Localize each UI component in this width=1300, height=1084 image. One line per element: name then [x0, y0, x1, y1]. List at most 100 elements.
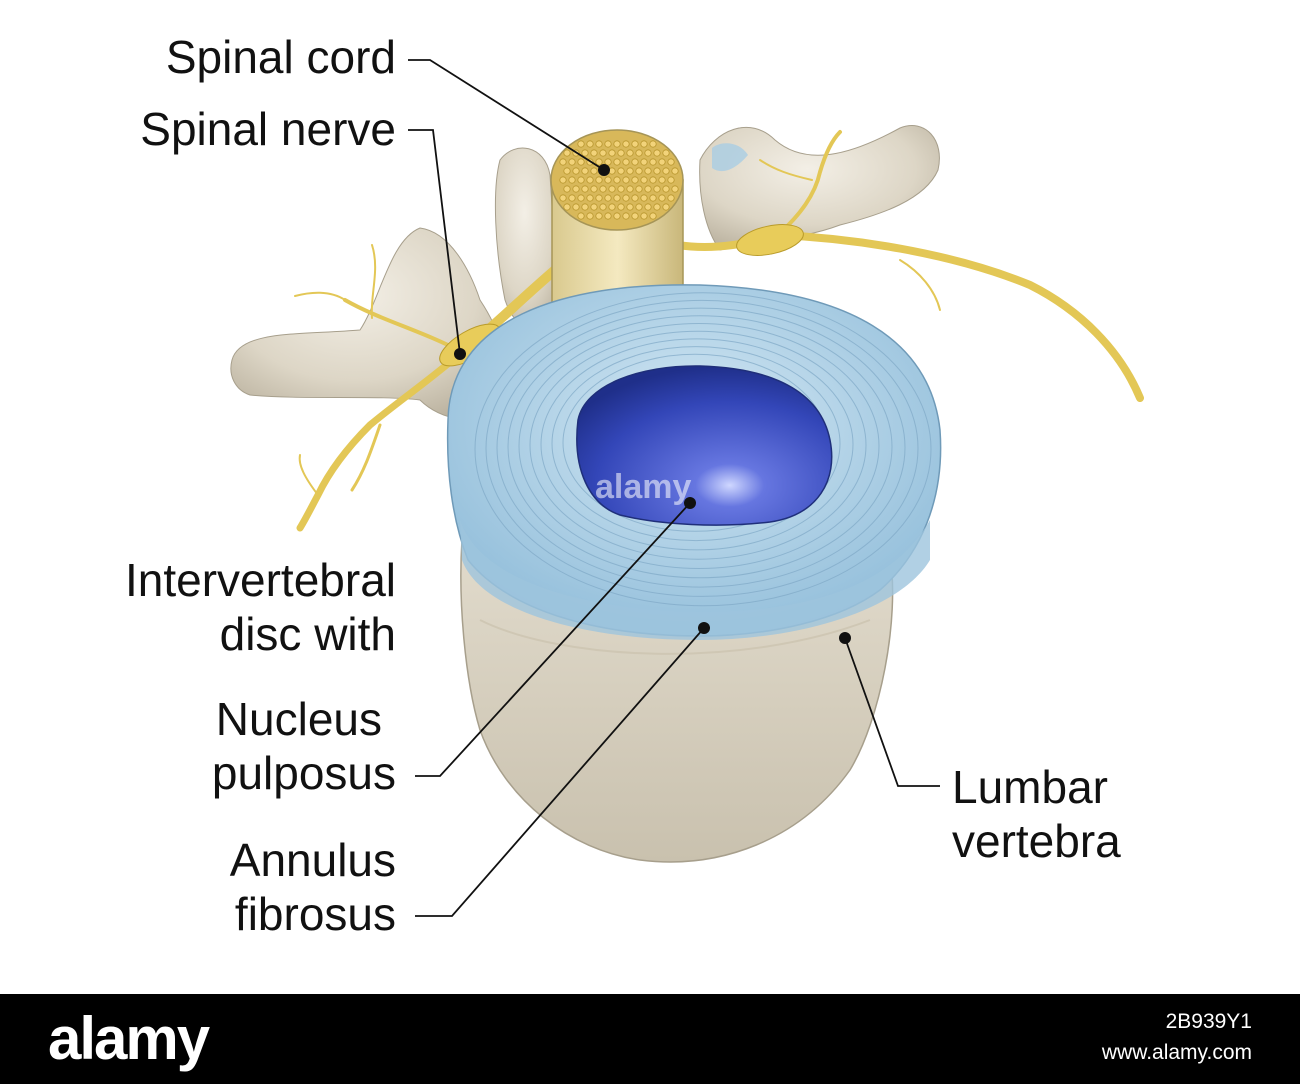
- cord-fiber: [563, 203, 571, 211]
- cord-fiber: [599, 185, 607, 193]
- cord-fiber: [590, 185, 598, 193]
- cord-fiber: [640, 176, 648, 184]
- cord-fiber: [604, 158, 612, 166]
- cord-fiber: [671, 185, 679, 193]
- right-ganglion: [736, 224, 804, 256]
- cord-fiber: [622, 140, 630, 148]
- cord-fiber: [586, 140, 594, 148]
- cord-fiber: [581, 185, 589, 193]
- right-transverse-process: [699, 125, 940, 251]
- cord-fiber: [631, 176, 639, 184]
- leader-dots: [454, 164, 851, 644]
- cord-fiber: [586, 176, 594, 184]
- nucleus-pulposus: [576, 365, 833, 526]
- annulus-ring: [474, 292, 932, 607]
- cord-fiber: [662, 149, 670, 157]
- cord-fiber: [640, 140, 648, 148]
- cord-fiber: [658, 194, 666, 202]
- annulus-ring: [540, 338, 854, 551]
- cord-fiber: [577, 176, 585, 184]
- cord-fiber: [622, 176, 630, 184]
- cord-fiber: [653, 149, 661, 157]
- cord-fiber: [590, 203, 598, 211]
- cord-fiber: [617, 203, 625, 211]
- cord-fiber: [626, 203, 634, 211]
- cord-fiber: [581, 149, 589, 157]
- cord-fiber: [626, 185, 634, 193]
- cord-fiber: [586, 212, 594, 220]
- cord-fiber: [613, 158, 621, 166]
- cord-fiber: [617, 149, 625, 157]
- cord-fiber: [604, 194, 612, 202]
- cord-fiber: [649, 212, 657, 220]
- cord-fiber: [608, 203, 616, 211]
- cord-fiber: [635, 203, 643, 211]
- cord-fiber: [635, 185, 643, 193]
- cord-fiber: [658, 158, 666, 166]
- label-lumbar: Lumbar: [952, 761, 1108, 813]
- cord-fiber: [662, 203, 670, 211]
- footer-meta: 2B939Y1 www.alamy.com: [1102, 1006, 1252, 1068]
- cord-fiber: [613, 212, 621, 220]
- cord-fiber: [599, 203, 607, 211]
- label-spinal-cord: Spinal cord: [165, 31, 396, 83]
- cord-fiber: [559, 194, 567, 202]
- cord-fiber: [608, 185, 616, 193]
- cord-fiber: [667, 158, 675, 166]
- cord-fiber: [577, 194, 585, 202]
- annulus-ring: [551, 346, 841, 542]
- cord-fiber: [653, 185, 661, 193]
- annulus-ring: [529, 330, 867, 560]
- site-url: www.alamy.com: [1101, 1041, 1252, 1064]
- cord-fiber: [590, 149, 598, 157]
- cord-fiber: [635, 167, 643, 175]
- annulus-ring: [496, 307, 906, 588]
- cord-fiber: [649, 194, 657, 202]
- cord-fiber: [653, 167, 661, 175]
- cord-fiber: [604, 140, 612, 148]
- cord-fiber: [635, 149, 643, 157]
- cord-fiber: [640, 212, 648, 220]
- label-annulus: Annulus: [229, 834, 396, 886]
- cord-fiber: [581, 203, 589, 211]
- cord-fiber: [662, 167, 670, 175]
- cord-fiber: [595, 158, 603, 166]
- cord-fiber: [563, 167, 571, 175]
- cord-fiber: [671, 167, 679, 175]
- cord-fiber: [581, 167, 589, 175]
- cord-fiber: [622, 194, 630, 202]
- cord-fiber: [644, 203, 652, 211]
- cord-fiber: [649, 140, 657, 148]
- cord-fiber: [577, 212, 585, 220]
- cord-fiber: [572, 185, 580, 193]
- cord-fiber: [631, 212, 639, 220]
- cord-fiber: [595, 176, 603, 184]
- cord-fiber: [568, 176, 576, 184]
- cord-fiber: [667, 194, 675, 202]
- cord-fiber: [622, 212, 630, 220]
- cord-fiber: [572, 203, 580, 211]
- cord-fiber: [577, 140, 585, 148]
- cord-fiber: [568, 158, 576, 166]
- cord-fiber: [658, 176, 666, 184]
- cord-fiber: [617, 185, 625, 193]
- cord-fiber: [640, 158, 648, 166]
- cord-fiber: [613, 140, 621, 148]
- cord-fiber: [590, 167, 598, 175]
- cord-fiber: [613, 194, 621, 202]
- cord-fiber: [667, 176, 675, 184]
- cord-fiber: [586, 194, 594, 202]
- label-fibrosus: fibrosus: [234, 888, 396, 940]
- cord-fiber: [572, 167, 580, 175]
- label-spinal-nerve: Spinal nerve: [140, 103, 396, 155]
- cord-fiber: [649, 158, 657, 166]
- leader-lines: [408, 59, 940, 917]
- cord-fiber: [631, 194, 639, 202]
- cord-fiber: [626, 167, 634, 175]
- cord-fiber: [563, 185, 571, 193]
- cord-fiber: [595, 194, 603, 202]
- cord-fiber: [644, 167, 652, 175]
- cord-fiber: [604, 176, 612, 184]
- footer-bar: alamy 2B939Y1 www.alamy.com: [0, 994, 1300, 1084]
- cord-fiber: [622, 158, 630, 166]
